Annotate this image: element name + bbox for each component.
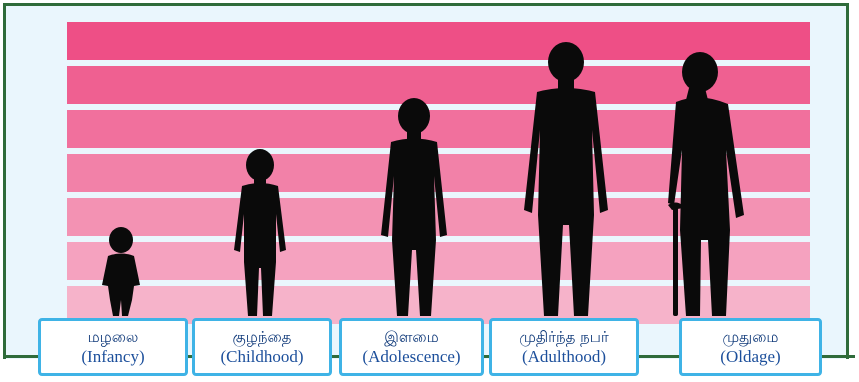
stage-label-infancy: மழலை (Infancy) [38, 318, 188, 376]
stage-tamil-label: முதிர்ந்த நபர் [492, 328, 636, 347]
walking-stick [673, 207, 678, 316]
stage-label-oldage: முதுமை (Oldage) [679, 318, 822, 376]
adult-silhouette [524, 42, 608, 316]
stage-tamil-label: மழலை [41, 328, 185, 347]
elderly-silhouette [668, 52, 744, 316]
stage-label-adulthood: முதிர்ந்த நபர் (Adulthood) [489, 318, 639, 376]
stage-label-adolescence: இளமை (Adolescence) [339, 318, 484, 376]
child-silhouette [234, 149, 286, 316]
stage-english-label: (Adolescence) [342, 347, 481, 366]
stage-tamil-label: இளமை [342, 328, 481, 347]
stage-tamil-label: முதுமை [682, 328, 819, 347]
stage-english-label: (Oldage) [682, 347, 819, 366]
stage-english-label: (Infancy) [41, 347, 185, 366]
infant-silhouette [102, 227, 140, 316]
stage-label-childhood: குழந்தை (Childhood) [192, 318, 332, 376]
stage-english-label: (Adulthood) [492, 347, 636, 366]
stage-english-label: (Childhood) [195, 347, 329, 366]
stage-tamil-label: குழந்தை [195, 328, 329, 347]
adolescent-silhouette [381, 98, 447, 316]
